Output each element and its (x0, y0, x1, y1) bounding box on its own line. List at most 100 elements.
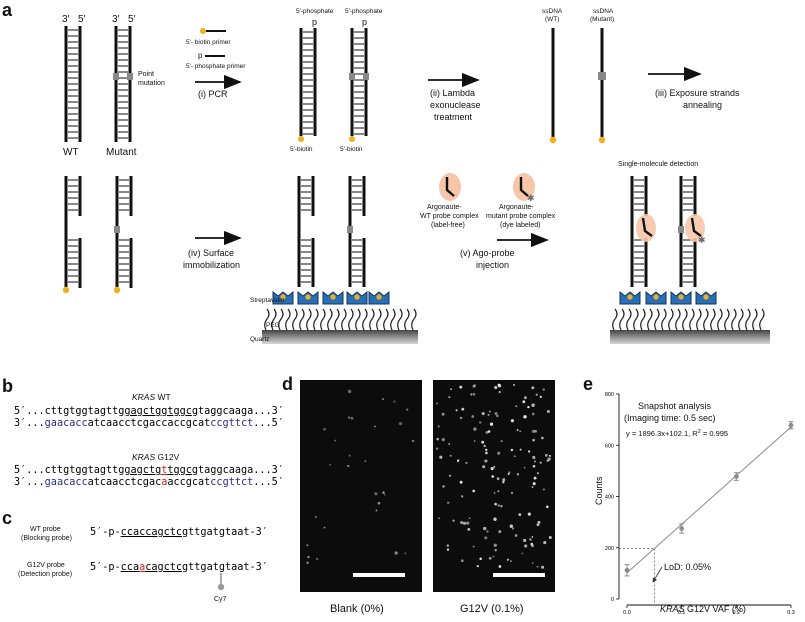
quartz-slab (610, 330, 770, 344)
label-ssdna-wt-2: (WT) (545, 16, 559, 23)
g12v-probe-seq: 5′-p-ccaacagctcgttgatgtaat-3′ (90, 562, 268, 573)
fluorescence-spot (516, 473, 520, 476)
mut-bot-d: accgcat (167, 477, 210, 488)
fluorescence-spot (481, 440, 485, 444)
peg-chain (348, 308, 354, 331)
wt-bottom-strand: 3′...gaacaccatcaacctcgaccaccgcatccgttct.… (14, 418, 284, 429)
x-tick-label: 0.0 (623, 610, 631, 616)
fluorescence-spot (523, 466, 526, 469)
mut-bottom-strand: 3′...gaacaccatcaacctcgacaaccgcatccgttct.… (14, 477, 284, 488)
detection-wt (630, 176, 648, 287)
fluorescence-spot (530, 542, 534, 546)
fluorescence-spot (529, 538, 532, 541)
peg-chain (626, 308, 632, 331)
label-5prime-mut: 5′ (128, 14, 136, 25)
bound-ago-mut-icon (690, 217, 702, 237)
fluorescence-spot (323, 526, 326, 529)
wt-bot-a: 3′... (14, 418, 45, 429)
fluorescence-spot (393, 400, 396, 403)
fluorescence-spot (509, 560, 512, 563)
label-ago-mut-2: mutant probe complex (486, 213, 556, 220)
fluorescence-spot (383, 494, 386, 496)
label-p-primer: p (198, 51, 203, 60)
fluorescence-spot (459, 480, 463, 484)
wt-bot-c: atcaacctcgaccaccgcat (88, 418, 211, 429)
fluorescence-spot (448, 474, 452, 477)
fluorescence-spot (532, 465, 536, 468)
fluorescence-spot (457, 460, 459, 462)
ago-wt-complex (439, 173, 461, 201)
wt-probe-a: 5′-p- (90, 527, 121, 538)
fluorescence-spot (461, 495, 464, 498)
fluorescence-spot (483, 526, 487, 531)
fluorescence-spot (509, 524, 513, 528)
mut-top-c: tggc (167, 465, 192, 476)
fluorescence-spot (508, 471, 511, 474)
scale-bar-2 (493, 573, 545, 577)
peg-chain (661, 308, 667, 331)
fluorescence-spot (436, 402, 439, 405)
fluorescence-spot (471, 415, 475, 418)
panel-d-letter: d (282, 374, 293, 394)
bound-ago-wt (636, 214, 656, 242)
peg-chain (619, 308, 625, 331)
fluorescence-spot (493, 492, 496, 494)
fluorescence-spot (449, 454, 452, 457)
fluorescence-spot (498, 565, 502, 568)
fluorescence-spot (487, 413, 490, 416)
chart-title-2: (Imaging time: 0.5 sec) (624, 413, 716, 423)
mut-bot-e: ccgttct (210, 477, 253, 488)
fluorescence-spot (523, 396, 527, 400)
fluorescence-spot (535, 393, 538, 396)
peg-chain (390, 308, 396, 331)
peg-chain (675, 308, 681, 331)
fluorescence-spot (374, 492, 378, 496)
x-tick-label: 0.3 (787, 610, 795, 616)
fluorescence-spot (455, 409, 458, 412)
panel-c-letter: c (2, 508, 12, 528)
mut-top-a: 5′...cttgtggtagttg (14, 465, 124, 476)
label-3prime-wt: 3′ (62, 14, 70, 25)
label-biotin-primer: 5′- biotin primer (186, 39, 231, 46)
fluorescence-spot (496, 414, 499, 418)
label-point-mutation-2: mutation (138, 80, 165, 87)
label-quartz: Quartz (250, 336, 270, 343)
peg-chain (313, 308, 319, 331)
g12v-probe-a: 5′-p- (90, 562, 121, 573)
fluorescence-spot (531, 536, 534, 538)
fluorescence-spot (347, 464, 350, 468)
immobilized-mutant (347, 176, 366, 287)
label-mutant: Mutant (106, 147, 137, 158)
fluorescence-spot (472, 489, 476, 493)
fluorescence-spot (513, 455, 516, 458)
fluorescence-spot (375, 509, 378, 512)
fluorescence-spot (494, 548, 497, 552)
fluorescence-spot (519, 430, 522, 433)
fluorescence-spot (485, 448, 488, 452)
biotin-bead (678, 294, 684, 300)
fluorescence-spot (486, 530, 489, 533)
x-axis-label: KRAS G12V VAF (%) (660, 604, 746, 614)
fluorescence-spot (442, 485, 445, 488)
label-ago-wt-2: WT probe complex (420, 213, 479, 220)
fluorescence-spot (541, 436, 544, 440)
fluorescence-spot (493, 517, 497, 521)
fluorescence-spot (472, 545, 475, 548)
fluorescence-spot (452, 519, 455, 522)
y-axis-label: Counts (594, 476, 604, 505)
fluorescence-spot (487, 430, 491, 433)
surface-left (262, 290, 418, 344)
label-phosphate-2: 5′-phosphate (345, 8, 383, 15)
label-step5-2: injection (476, 260, 509, 270)
peg-chain (327, 308, 333, 331)
x-tick-label: 0.2 (733, 610, 741, 616)
fluorescence-spot (531, 403, 535, 407)
fluorescence-spot (502, 478, 506, 482)
peg-chain (334, 308, 340, 331)
fluorescence-spot (497, 451, 501, 455)
fluorescence-spot (315, 557, 319, 561)
fluorescence-spot (462, 521, 467, 525)
peg-chain (682, 308, 688, 331)
label-biotin-2: 5′-biotin (340, 146, 363, 153)
wt-top-a: 5′...cttgtggtagttg (14, 406, 124, 417)
